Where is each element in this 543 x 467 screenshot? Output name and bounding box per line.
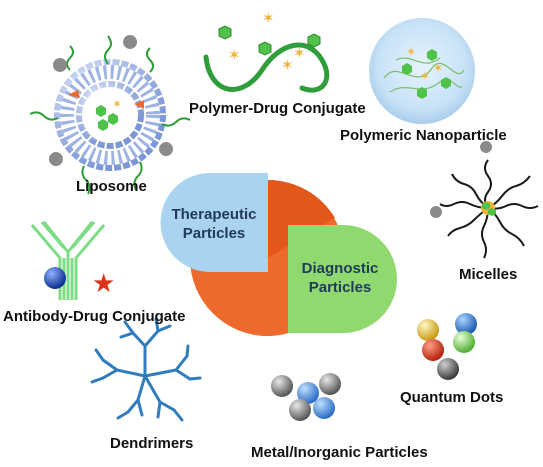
polymeric-nanoparticle-label: Polymeric Nanoparticle (340, 127, 507, 144)
svg-text:✶: ✶ (281, 56, 294, 74)
metal-inorganic-particles-icon (271, 373, 341, 421)
quantum-dots-label: Quantum Dots (400, 389, 504, 406)
diagnostic-particles-label: Diagnostic Particles (290, 259, 390, 297)
polymer-drug-conjugate-icon: ✶ ✶ ✶ ✶ (203, 9, 330, 93)
svg-text:★: ★ (92, 269, 115, 299)
therapeutic-particles-label: Therapeutic Particles (164, 205, 264, 243)
liposome-icon: ✶ (29, 35, 191, 195)
liposome-label: Liposome (76, 178, 147, 195)
quantum-dots-icon (417, 313, 477, 380)
svg-text:✶: ✶ (293, 44, 306, 62)
polymeric-nanoparticle-icon: ✶ ✶ ✶ (369, 18, 475, 124)
svg-text:✶: ✶ (228, 46, 241, 64)
dendrimers-icon (90, 317, 202, 422)
diagnostic-line1: Diagnostic (301, 260, 379, 277)
dendrimers-label: Dendrimers (110, 435, 194, 452)
svg-text:✶: ✶ (262, 9, 275, 27)
therapeutic-particles-shape (160, 173, 268, 272)
therapeutic-line1: Therapeutic (171, 206, 257, 223)
svg-text:✶: ✶ (112, 97, 122, 111)
micelles-label: Micelles (459, 266, 518, 283)
antibody-drug-conjugate-icon: ★ (30, 221, 115, 300)
micelles-icon (429, 141, 539, 259)
metal-inorganic-particles-label: Metal/Inorganic Particles (251, 444, 428, 461)
svg-text:✶: ✶ (420, 69, 430, 83)
polymer-drug-conjugate-label: Polymer-Drug Conjugate (189, 100, 366, 117)
center-diagram (160, 173, 397, 336)
diagnostic-line2: Particles (308, 279, 372, 296)
svg-text:✶: ✶ (433, 61, 443, 75)
therapeutic-line2: Particles (182, 225, 246, 242)
svg-text:✶: ✶ (406, 45, 416, 59)
diagnostic-particles-shape (288, 225, 397, 333)
antibody-drug-conjugate-label: Antibody-Drug Conjugate (3, 308, 186, 325)
